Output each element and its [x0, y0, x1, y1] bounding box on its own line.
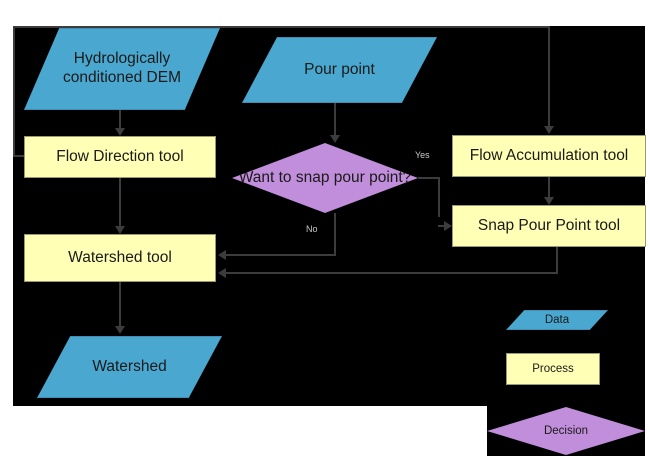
legend-label: Data — [544, 313, 570, 326]
connector-flow-direction-to-watershed-tool — [119, 178, 121, 226]
node-snap-pour-point-tool[interactable]: Snap Pour Point tool — [452, 205, 646, 247]
connector-to-flow-accumulation-vertical — [548, 26, 550, 126]
connector-watershed-tool-to-watershed — [119, 282, 121, 326]
arrowhead-watershed-data — [115, 326, 125, 334]
legend-item-process: Process — [506, 353, 600, 385]
connector-left-vertical — [13, 26, 15, 156]
node-flow-accumulation-tool[interactable]: Flow Accumulation tool — [452, 135, 646, 177]
connector-into-flow-direction — [13, 155, 26, 157]
arrowhead-flow-accumulation — [544, 126, 554, 134]
node-hydrologically-conditioned-dem[interactable]: Hydrologically conditioned DEM — [24, 28, 220, 110]
arrowhead-watershed-tool-snap — [218, 268, 226, 278]
node-label: Snap Pour Point tool — [477, 216, 621, 234]
connector-pour-point-to-decision — [334, 103, 336, 135]
node-label: Pour point — [304, 60, 375, 78]
connector-yes-horizontal — [418, 177, 440, 179]
arrowhead-snap-top — [544, 197, 554, 205]
node-flow-direction-tool[interactable]: Flow Direction tool — [24, 136, 216, 178]
connector-dem-to-flow-direction — [119, 110, 121, 128]
arrowhead-flow-direction — [115, 128, 125, 136]
connector-yes-into-snap — [438, 225, 446, 227]
node-label: Watershed — [92, 357, 167, 375]
node-label: Flow Direction tool — [56, 147, 184, 165]
node-label: Want to snap pour point? — [238, 168, 412, 186]
node-pour-point[interactable]: Pour point — [242, 37, 437, 103]
connector-yes-vertical — [438, 177, 440, 217]
connector-snap-horizontal — [226, 272, 558, 274]
connector-no-vertical — [334, 213, 336, 255]
arrowhead-snap-pour-point — [444, 221, 452, 231]
edge-label-no: No — [306, 224, 318, 234]
legend-label: Decision — [543, 424, 589, 437]
edge-label-yes: Yes — [415, 150, 430, 160]
node-label: Flow Accumulation tool — [469, 146, 629, 164]
arrowhead-decision — [330, 135, 340, 143]
legend-label: Process — [532, 362, 574, 375]
node-watershed-output[interactable]: Watershed — [37, 336, 222, 398]
arrowhead-watershed-tool-no — [218, 250, 226, 260]
connector-snap-vertical — [556, 247, 558, 273]
connector-no-horizontal — [226, 254, 336, 256]
connector-flow-accumulation-to-snap — [548, 177, 550, 197]
node-label: Hydrologically conditioned DEM — [62, 50, 182, 86]
legend-item-data: Data — [506, 310, 608, 330]
node-watershed-tool[interactable]: Watershed tool — [24, 234, 216, 282]
arrowhead-watershed-tool-top — [115, 226, 125, 234]
node-label: Watershed tool — [68, 248, 172, 266]
connector-top-horizontal — [13, 26, 550, 28]
